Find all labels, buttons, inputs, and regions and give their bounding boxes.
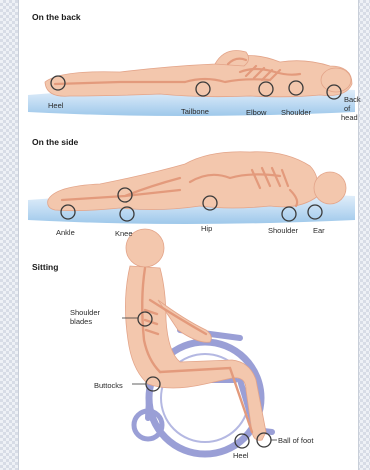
side-hip-label: Hip — [201, 224, 212, 233]
side-section-title: On the side — [32, 137, 78, 147]
sitting-ball-of-foot-label: Ball of foot — [278, 436, 313, 445]
back-shoulder-label: Shoulder — [281, 108, 311, 117]
side-shoulder-label: Shoulder — [268, 226, 298, 235]
side-body — [48, 152, 346, 211]
back-section-title: On the back — [32, 12, 81, 22]
sitting-heel-label: Heel — [233, 451, 248, 460]
side-section — [28, 152, 355, 224]
side-knee-label: Knee — [115, 229, 133, 238]
sitting-section-title: Sitting — [32, 262, 58, 272]
back-heel-label: Heel — [48, 101, 63, 110]
back-head-label-line2: of — [344, 104, 350, 113]
side-ear-label: Ear — [313, 226, 325, 235]
side-ankle-label: Ankle — [56, 228, 75, 237]
sitting-section — [122, 229, 277, 454]
back-elbow-label: Elbow — [246, 108, 266, 117]
back-tailbone-label: Tailbone — [181, 107, 209, 116]
back-head-label-line1: Back — [344, 95, 361, 104]
sitting-shoulder-blades-label-line1: Shoulder — [70, 308, 100, 317]
sitting-shoulder-blades-label-line2: blades — [70, 317, 92, 326]
sitting-buttocks-label: Buttocks — [94, 381, 123, 390]
back-head-label-line3: head — [341, 113, 358, 122]
back-body — [45, 51, 352, 97]
